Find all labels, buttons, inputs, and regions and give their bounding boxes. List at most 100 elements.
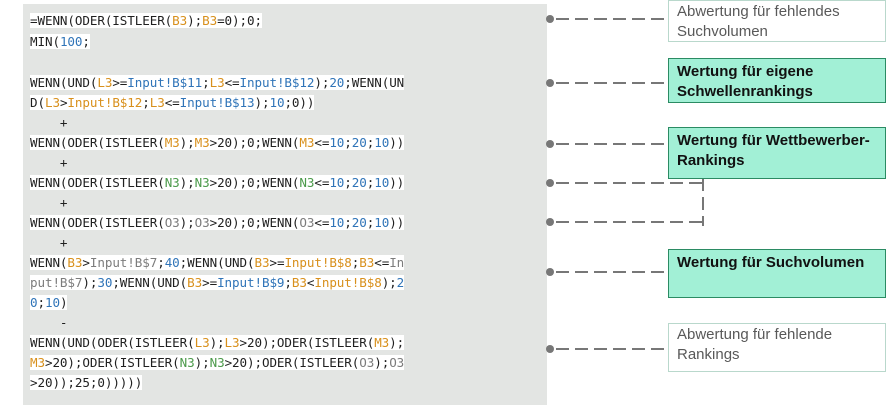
formula-token: ;	[344, 175, 352, 190]
formula-token: O3	[164, 215, 180, 230]
formula-token: B3	[187, 275, 203, 290]
formula-token: WENN(UND(ODER(ISTLEER(	[30, 335, 195, 350]
connector-dot	[546, 345, 554, 353]
formula-token: 25	[74, 375, 90, 390]
formula-token: L3	[44, 95, 60, 110]
formula-token: ;	[366, 175, 375, 190]
formula-token: ))	[389, 135, 405, 150]
formula-token: In	[389, 255, 405, 270]
formula-token: <=	[314, 135, 330, 150]
formula-token: 100	[59, 34, 83, 49]
formula-token: >=	[269, 255, 285, 270]
formula-token: O3	[299, 215, 315, 230]
connector-dot	[546, 218, 554, 226]
formula-token: <=	[374, 255, 390, 270]
formula-token: );	[179, 175, 195, 190]
formula-token: );	[389, 335, 405, 350]
annotation-label-text: Wertung für eigene Schwellenrankings	[677, 63, 814, 100]
connector-dot	[546, 268, 554, 276]
formula-token: ;	[142, 95, 150, 110]
formula-line: WENN(UND(ODER(ISTLEER(L3);L3>20);ODER(IS…	[30, 333, 404, 353]
formula-token: 10	[269, 95, 285, 110]
formula-line: -	[30, 313, 68, 333]
formula-token: >	[59, 95, 68, 110]
formula-token: =0);0;	[217, 13, 262, 28]
formula-line: MIN(100;	[30, 32, 90, 52]
formula-token: );	[374, 355, 390, 370]
formula-token: >20);ODER(ISTLEER(	[224, 355, 360, 370]
formula-token: M3	[374, 335, 390, 350]
formula-token: N3	[179, 355, 195, 370]
formula-line: put!B$7);30;WENN(UND(B3>=Input!B$9;B3<In…	[30, 273, 404, 293]
formula-token: )	[59, 295, 68, 310]
formula-token: +	[30, 235, 68, 250]
formula-token: 10	[329, 175, 345, 190]
formula-line: +	[30, 113, 68, 133]
formula-token: );	[187, 13, 203, 28]
formula-token: O3	[194, 215, 210, 230]
formula-token: B3	[359, 255, 375, 270]
formula-token: );	[179, 215, 195, 230]
formula-token: L3	[149, 95, 165, 110]
annotation-label: Wertung für eigene Schwellenrankings	[668, 58, 886, 103]
formula-line: WENN(UND(L3>=Input!B$11;L3<=Input!B$12);…	[30, 73, 404, 93]
formula-line: D(L3>Input!B$12;L3<=Input!B$13);10;0))	[30, 93, 314, 113]
formula-token: );	[254, 95, 270, 110]
formula-token: <=	[314, 175, 330, 190]
formula-token: ;	[351, 255, 360, 270]
formula-token: <	[306, 275, 315, 290]
formula-token: 20	[329, 75, 345, 90]
formula-token: ;WENN(UN	[344, 75, 405, 90]
connector-dot	[546, 179, 554, 187]
formula-token: );	[381, 275, 397, 290]
formula-token: ;	[157, 255, 165, 270]
formula-token: M3	[194, 135, 210, 150]
formula-token: >20);ODER(ISTLEER(	[44, 355, 180, 370]
connector-dot	[546, 79, 554, 87]
formula-token: ;	[344, 135, 352, 150]
formula-token: M3	[30, 355, 45, 370]
formula-token: ;WENN(UND(	[112, 275, 188, 290]
formula-token: N3	[299, 175, 315, 190]
formula-token: B3	[67, 255, 83, 270]
annotation-label: Abwertung für fehlendes Suchvolumen	[668, 0, 886, 42]
formula-token: O3	[389, 355, 405, 370]
formula-token: L3	[194, 335, 210, 350]
formula-token: B3	[202, 13, 218, 28]
formula-token: <=	[224, 75, 240, 90]
formula-token: ;	[37, 295, 45, 310]
formula-token: L3	[97, 75, 113, 90]
connector-dot	[546, 15, 554, 23]
annotation-label-text: Wertung für Wettbewerber-Rankings	[677, 132, 870, 169]
formula-token: +	[30, 115, 68, 130]
formula-token: ))	[389, 175, 405, 190]
formula-token: Input!B$12	[239, 75, 315, 90]
formula-token: 20	[351, 215, 367, 230]
formula-token: 10	[329, 135, 345, 150]
formula-token: >=	[202, 275, 218, 290]
formula-line: M3>20);ODER(ISTLEER(N3);N3>20);ODER(ISTL…	[30, 353, 404, 373]
formula-token: O3	[359, 355, 375, 370]
formula-token: >	[82, 255, 90, 270]
formula-token: 10	[374, 175, 390, 190]
formula-token: ;WENN(UND(	[179, 255, 255, 270]
formula-token: >=	[112, 75, 128, 90]
formula-token: 10	[374, 135, 390, 150]
formula-token: WENN(	[30, 255, 68, 270]
formula-token: B3	[172, 13, 188, 28]
annotation-label-text: Abwertung für fehlende Rankings	[677, 326, 833, 363]
formula-token: >20);0;WENN(	[209, 215, 300, 230]
formula-token: M3	[164, 135, 180, 150]
formula-token: +	[30, 195, 68, 210]
formula-token: 0	[30, 295, 38, 310]
formula-token: Input!B$9	[217, 275, 285, 290]
formula-token: ))	[389, 215, 405, 230]
formula-token: +	[30, 155, 68, 170]
formula-token: N3	[164, 175, 180, 190]
formula-token: >20);ODER(ISTLEER(	[239, 335, 375, 350]
formula-line: WENN(ODER(ISTLEER(M3);M3>20);0;WENN(M3<=…	[30, 133, 404, 153]
annotation-label: Wertung für Suchvolumen	[668, 249, 886, 298]
formula-token: Input!B$7	[89, 255, 158, 270]
formula-token: 10	[44, 295, 60, 310]
